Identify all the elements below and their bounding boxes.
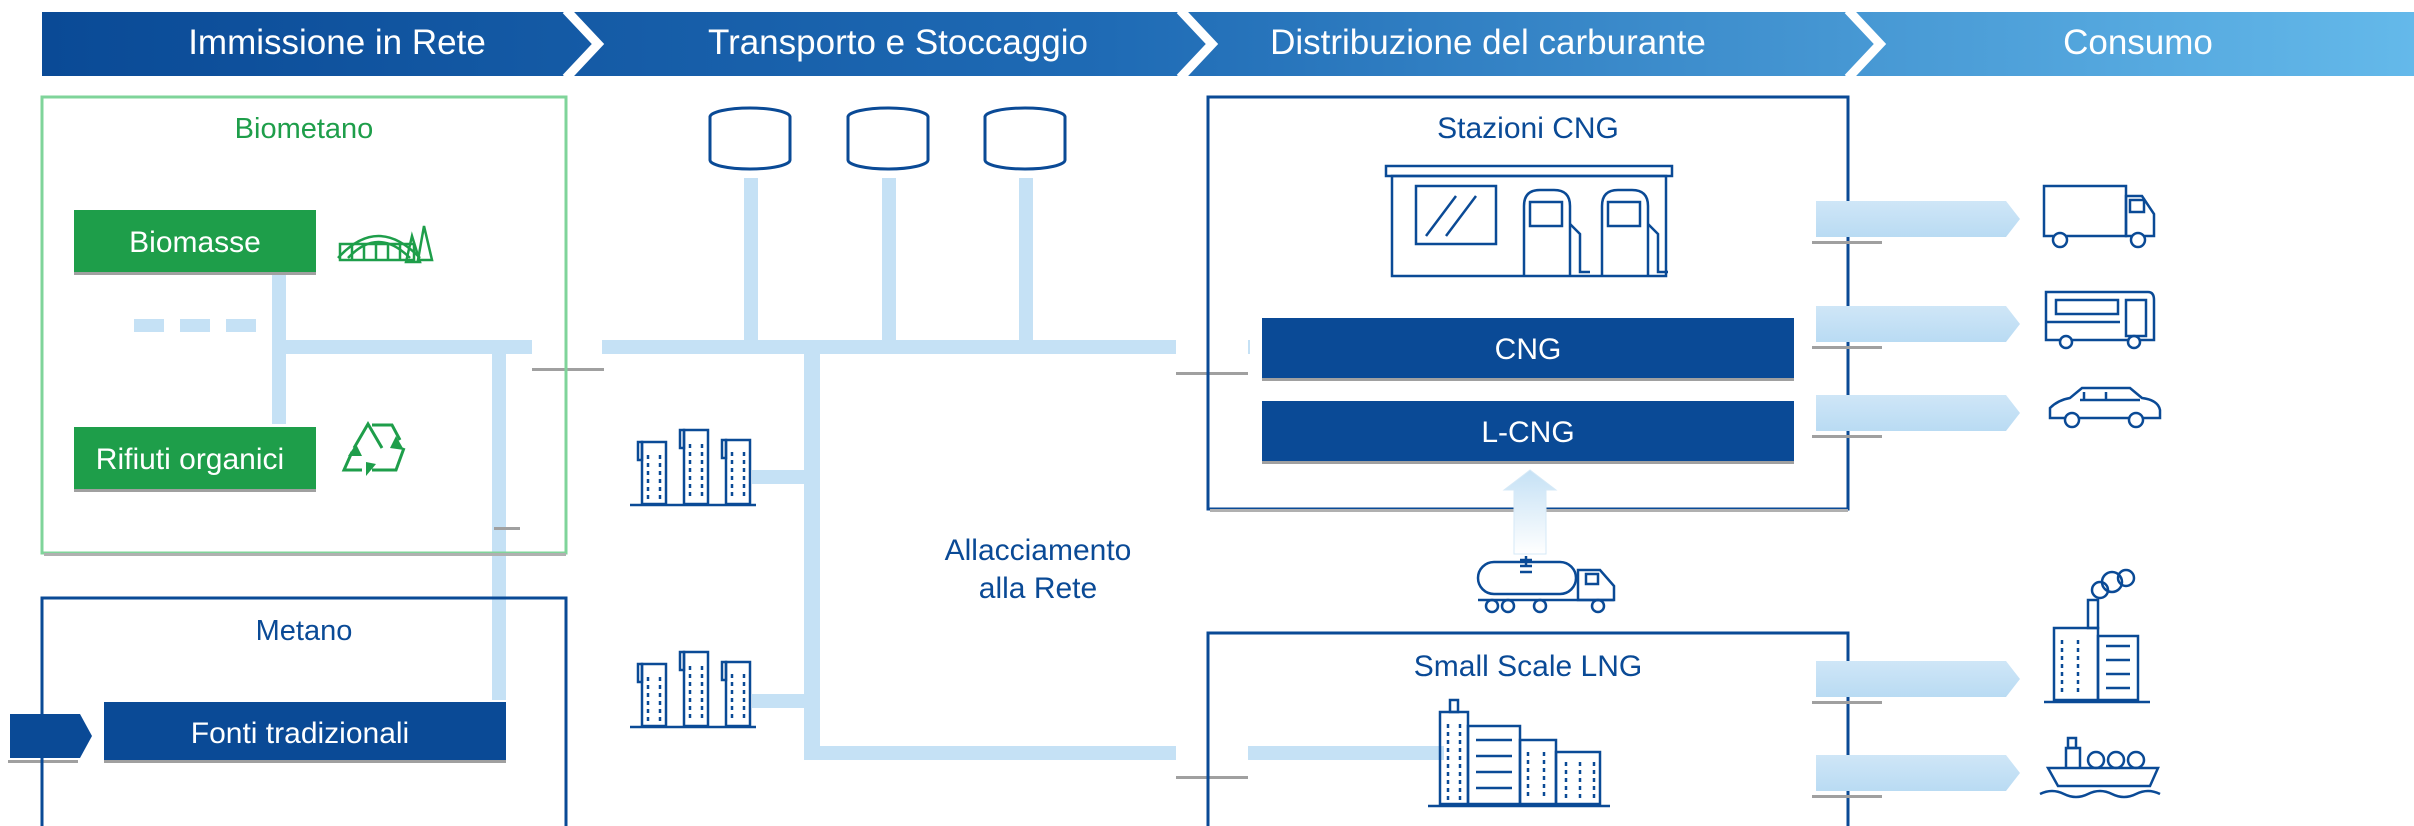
stazioni-cng-box: Stazioni CNG CNG L-CNG <box>1206 95 1850 512</box>
stage-label-immissione: Immissione in Rete <box>188 23 486 62</box>
pipe-network <box>134 178 1444 760</box>
cng-label: CNG <box>1495 333 1562 366</box>
stage-header: Immissione in Rete Transporto e Stoccagg… <box>42 6 2414 82</box>
stage-label-distribuzione: Distribuzione del carburante <box>1270 23 1706 62</box>
storage-tank-icon <box>983 106 1067 171</box>
allacciamento-line1: Allacciamento <box>945 534 1132 567</box>
output-arrow <box>1812 201 2020 244</box>
biomasse-block: Biomasse <box>74 210 316 275</box>
ship-icon <box>2039 736 2161 799</box>
biomasse-label: Biomasse <box>129 226 261 259</box>
storage-tanks <box>708 106 1067 171</box>
truck-icon <box>2042 184 2156 249</box>
entry-arrow-icon <box>10 714 92 758</box>
fonti-block <box>104 702 506 760</box>
bus-icon <box>2044 290 2156 350</box>
biometano-title: Biometano <box>235 113 374 145</box>
lcng-block <box>1262 401 1794 461</box>
output-arrows <box>1812 201 2020 798</box>
small-scale-lng-box: Small Scale LNG <box>1206 631 1850 826</box>
metano-box: Metano Fonti tradizionali <box>10 596 568 826</box>
output-arrow <box>1812 395 2020 438</box>
buildings-icon <box>630 428 756 507</box>
buildings-icon <box>630 650 756 729</box>
storage-tank-icon <box>846 106 930 171</box>
storage-tank-icon <box>708 106 792 171</box>
factory-icon <box>2044 568 2150 704</box>
lng-plant-icon <box>1428 698 1610 808</box>
output-arrow <box>1812 306 2020 349</box>
recycle-icon <box>341 421 406 476</box>
output-arrow <box>1812 661 2020 704</box>
fonti-label: Fonti tradizionali <box>191 717 409 750</box>
allacciamento-line2: alla Rete <box>979 572 1097 605</box>
rifiuti-block: Rifiuti organici <box>74 427 316 492</box>
metano-title: Metano <box>256 615 353 647</box>
stazioni-cng-title: Stazioni CNG <box>1437 112 1619 145</box>
connector-marks <box>8 326 1248 779</box>
rifiuti-label: Rifiuti organici <box>96 443 284 476</box>
up-arrow-icon <box>1502 469 1558 555</box>
lcng-label: L-CNG <box>1481 416 1574 449</box>
forest-icon <box>337 225 434 264</box>
fuel-station-icon <box>1384 164 1674 278</box>
biometano-box: Biometano Biomasse Rifiuti organici <box>40 95 568 556</box>
stage-label-consumo: Consumo <box>2063 23 2213 62</box>
small-scale-lng-title: Small Scale LNG <box>1414 650 1642 683</box>
cng-block <box>1262 318 1794 378</box>
car-icon <box>2048 386 2162 429</box>
output-arrow <box>1812 755 2020 798</box>
stage-label-trasporto: Transporto e Stoccaggio <box>708 23 1088 62</box>
tanker-truck-icon <box>1476 556 1616 614</box>
